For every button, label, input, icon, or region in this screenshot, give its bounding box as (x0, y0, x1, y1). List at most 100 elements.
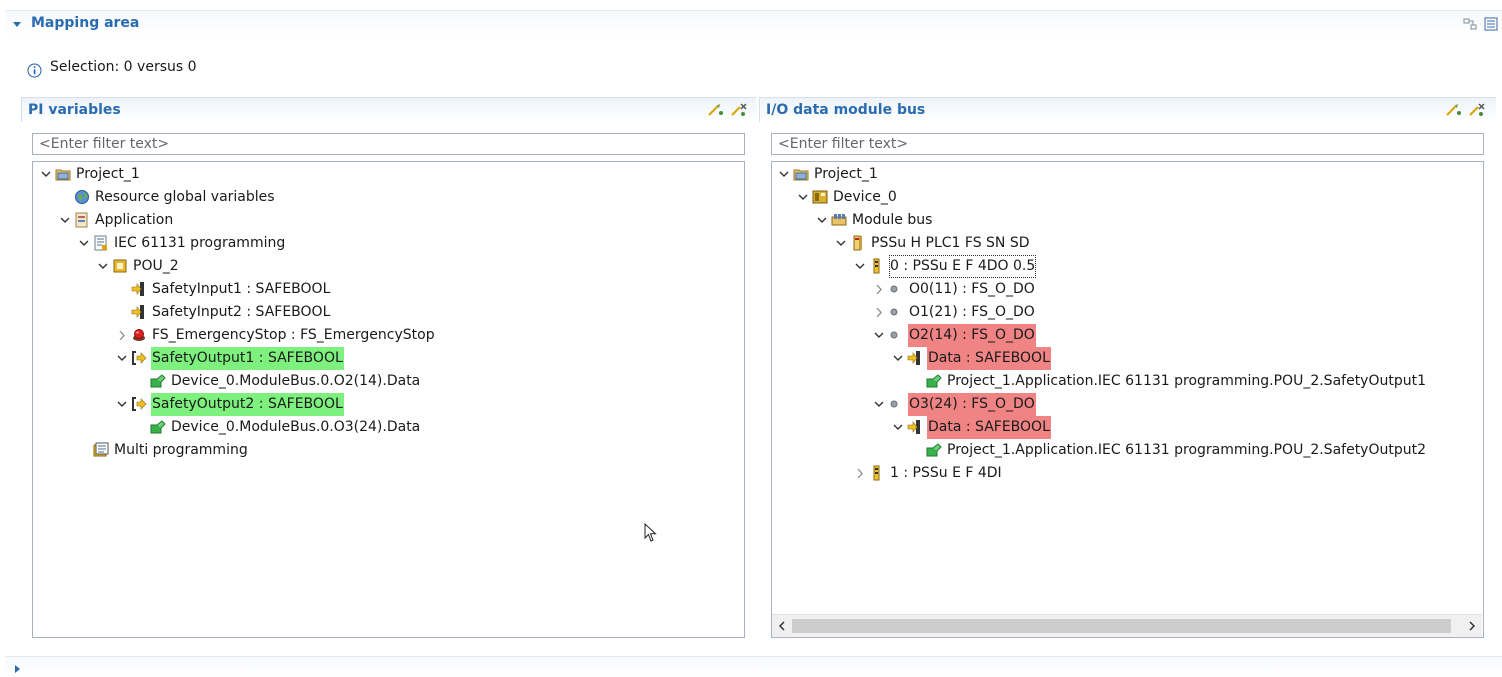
io-module-icon (869, 258, 885, 274)
tree-item-label: POU_2 (133, 258, 179, 274)
tree-item-label: SafetyInput2 : SAFEBOOL (152, 304, 331, 320)
scroll-right-icon[interactable] (1462, 615, 1482, 637)
tree-spacer (57, 186, 73, 209)
tree-item-label: SafetyInput1 : SAFEBOOL (152, 281, 331, 297)
link-editor-icon[interactable] (1463, 17, 1477, 31)
module-bus-icon (831, 212, 847, 228)
horizontal-scrollbar[interactable] (772, 614, 1482, 637)
tree-item-label: Application (95, 212, 174, 228)
tree-spacer (133, 370, 149, 393)
channel-dot-icon (888, 327, 904, 343)
expand-chevron-right-icon[interactable] (871, 301, 887, 324)
unmap-icon[interactable] (1469, 103, 1485, 117)
info-icon (27, 63, 42, 82)
expand-chevron-down-icon[interactable] (852, 255, 868, 278)
channel-dot-icon (888, 396, 904, 412)
tree-item-label: 1 : PSSu E F 4DI (890, 465, 1002, 481)
tree-item-label: FS_EmergencyStop : FS_EmergencyStop (152, 327, 435, 343)
multi-program-icon (93, 442, 109, 458)
expand-chevron-down-icon[interactable] (814, 209, 830, 232)
tree-item-label: Data : SAFEBOOL (927, 347, 1051, 370)
tree-item-label: Project_1 (76, 166, 140, 182)
expand-chevron-right-icon[interactable] (852, 462, 868, 485)
expand-chevron-down-icon[interactable] (890, 416, 906, 439)
pou-icon (112, 258, 128, 274)
selection-text: Selection: 0 versus 0 (50, 59, 197, 75)
project-icon (793, 166, 809, 182)
globe-icon (74, 189, 90, 205)
tree-spacer (909, 439, 925, 462)
expand-chevron-down-icon[interactable] (871, 393, 887, 416)
tree-item-label: IEC 61131 programming (114, 235, 286, 251)
input-variable-icon (907, 419, 923, 435)
expand-chevron-right-icon[interactable] (871, 278, 887, 301)
tree-item-label: PSSu H PLC1 FS SN SD (871, 235, 1030, 251)
scroll-left-icon[interactable] (772, 615, 792, 637)
mapping-link-icon (150, 373, 166, 389)
mapping-link-icon (926, 373, 942, 389)
project-icon (55, 166, 71, 182)
expand-chevron-down-icon[interactable] (114, 393, 130, 416)
function-block-icon (131, 327, 147, 343)
io-module-icon (869, 465, 885, 481)
expand-chevron-down-icon[interactable] (833, 232, 849, 255)
expand-chevron-right-icon[interactable] (114, 324, 130, 347)
unmap-icon[interactable] (731, 103, 747, 117)
auto-map-icon[interactable] (708, 103, 723, 117)
input-variable-icon (131, 281, 147, 297)
collapse-triangle-icon[interactable] (13, 22, 21, 27)
io-filter-input[interactable] (771, 133, 1484, 155)
tree-item-label: O0(11) : FS_O_DO (909, 281, 1035, 297)
expand-chevron-down-icon[interactable] (114, 347, 130, 370)
expand-chevron-down-icon[interactable] (57, 209, 73, 232)
expand-chevron-down-icon[interactable] (776, 163, 792, 186)
tree-item-label: O1(21) : FS_O_DO (909, 304, 1035, 320)
plc-module-icon (850, 235, 866, 251)
pi-variables-title: PI variables (28, 102, 121, 118)
mapping-area-header[interactable]: Mapping area (5, 10, 1502, 37)
tree-item-label: Device_0 (833, 189, 897, 205)
expand-chevron-down-icon[interactable] (76, 232, 92, 255)
tree-spacer (114, 301, 130, 324)
mapping-link-icon (926, 442, 942, 458)
tree-item-label: Device_0.ModuleBus.0.O2(14).Data (171, 373, 421, 389)
mouse-pointer-icon (644, 522, 658, 547)
tree-item-label: Multi programming (114, 442, 248, 458)
device-icon (812, 189, 828, 205)
tree-item-label: Project_1.Application.IEC 61131 programm… (947, 373, 1427, 389)
tree-spacer (114, 278, 130, 301)
channel-dot-icon (888, 304, 904, 320)
expand-chevron-down-icon[interactable] (871, 324, 887, 347)
output-variable-icon (131, 396, 147, 412)
expand-chevron-down-icon[interactable] (95, 255, 111, 278)
expand-chevron-down-icon[interactable] (890, 347, 906, 370)
mapping-link-icon (150, 419, 166, 435)
tree-item-label: SafetyOutput2 : SAFEBOOL (151, 393, 344, 416)
io-data-title: I/O data module bus (766, 102, 926, 118)
tree-item-label: Project_1.Application.IEC 61131 programm… (947, 442, 1427, 458)
list-view-icon[interactable] (1484, 17, 1498, 31)
tree-item-label: Module bus (852, 212, 933, 228)
expand-triangle-icon[interactable] (15, 665, 20, 673)
mapping-area-title: Mapping area (31, 15, 140, 31)
pi-variables-header: PI variables (21, 97, 756, 122)
expand-chevron-down-icon[interactable] (38, 163, 54, 186)
tree-item-label: Device_0.ModuleBus.0.O3(24).Data (171, 419, 421, 435)
pi-filter-input[interactable] (32, 133, 745, 155)
channel-dot-icon (888, 281, 904, 297)
tree-item-label: Data : SAFEBOOL (927, 416, 1051, 439)
input-variable-icon (907, 350, 923, 366)
expand-chevron-down-icon[interactable] (795, 186, 811, 209)
application-icon (74, 212, 90, 228)
tree-spacer (76, 439, 92, 462)
auto-map-icon[interactable] (1446, 103, 1461, 117)
scrollbar-thumb[interactable] (792, 619, 1451, 633)
output-variable-icon (131, 350, 147, 366)
iec-program-icon (93, 235, 109, 251)
tree-spacer (133, 416, 149, 439)
input-variable-icon (131, 304, 147, 320)
tree-item-label: Resource global variables (95, 189, 275, 205)
tree-item-label: Project_1 (814, 166, 878, 182)
